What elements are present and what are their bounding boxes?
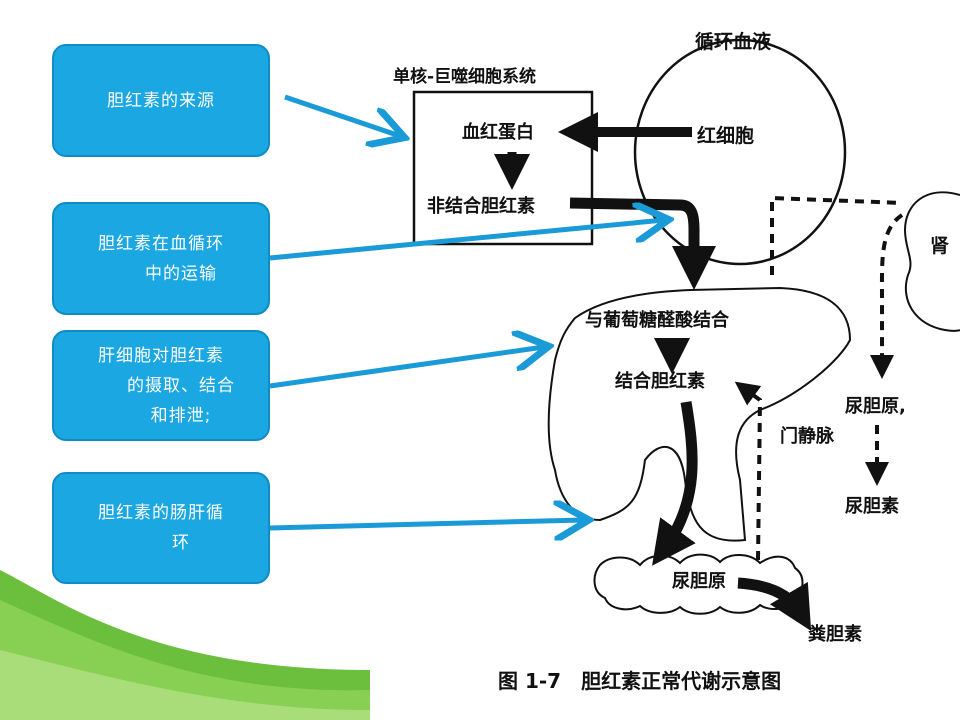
label-hemoglobin: 血红蛋白 [462, 121, 534, 143]
dashed-to-kidney [770, 195, 903, 275]
arrow-conjugated-to-intestine [652, 401, 698, 566]
card-line: 肝细胞对胆红素 [98, 345, 224, 366]
card-line: 的摄取、结合 [127, 375, 235, 396]
arrow-unconjugated-to-liver [569, 197, 716, 290]
label-urobilin: 尿胆素 [845, 496, 899, 517]
figure-caption: 图 1-7 胆红素正常代谢示意图 [498, 669, 781, 693]
card-bilirubin-transport[interactable]: 胆红素在血循环 中的运输 [52, 202, 270, 315]
card-line: 中的运输 [145, 263, 217, 284]
label-unconjugated-bilirubin: 非结合胆红素 [427, 195, 535, 217]
liver-outline [547, 286, 852, 542]
pointer-arrow-transport [269, 220, 664, 261]
label-conjugated-bilirubin: 结合胆红素 [615, 370, 705, 392]
label-urobilinogen-kidney: 尿胆原, [845, 396, 906, 417]
label-red-blood-cell: 红细胞 [697, 124, 754, 147]
card-line: 和排泄; [150, 405, 212, 426]
card-line: 环 [172, 533, 190, 553]
pointer-arrow-intestine [269, 520, 584, 528]
card-line: 胆红素的来源 [107, 90, 215, 111]
label-blood-circulation: 循环血液 [695, 30, 772, 53]
label-kidney: 肾 [930, 235, 949, 257]
pointer-arrow-liver [269, 347, 544, 389]
label-portal-vein: 门静脉 [780, 425, 835, 447]
card-enterohepatic-cycle[interactable]: 胆红素的肠肝循 环 [52, 472, 270, 584]
label-mps-system: 单核-巨噬细胞系统 [393, 66, 536, 87]
card-bilirubin-source[interactable]: 胆红素的来源 [52, 44, 270, 157]
label-urobilinogen-intestine: 尿胆原 [672, 571, 726, 592]
dashed-kidney-to-urobilinogen [870, 213, 904, 379]
dashed-portal-return [734, 381, 763, 561]
card-line: 胆红素的肠肝循 [98, 503, 224, 523]
mps-box [412, 90, 594, 246]
card-line: 胆红素在血循环 [98, 233, 224, 254]
decorative-green-swoosh [0, 570, 370, 720]
blood-circle [633, 38, 847, 266]
label-glucuronide-conjugation: 与葡萄糖醛酸结合 [585, 309, 730, 331]
arrow-urobilinogen-to-stercobilin [737, 577, 812, 631]
kidney-outline [903, 191, 960, 332]
card-liver-uptake[interactable]: 肝细胞对胆红素 的摄取、结合 和排泄; [52, 330, 270, 441]
pointer-arrow-source [284, 94, 400, 136]
label-stercobilin: 粪胆素 [808, 623, 862, 645]
